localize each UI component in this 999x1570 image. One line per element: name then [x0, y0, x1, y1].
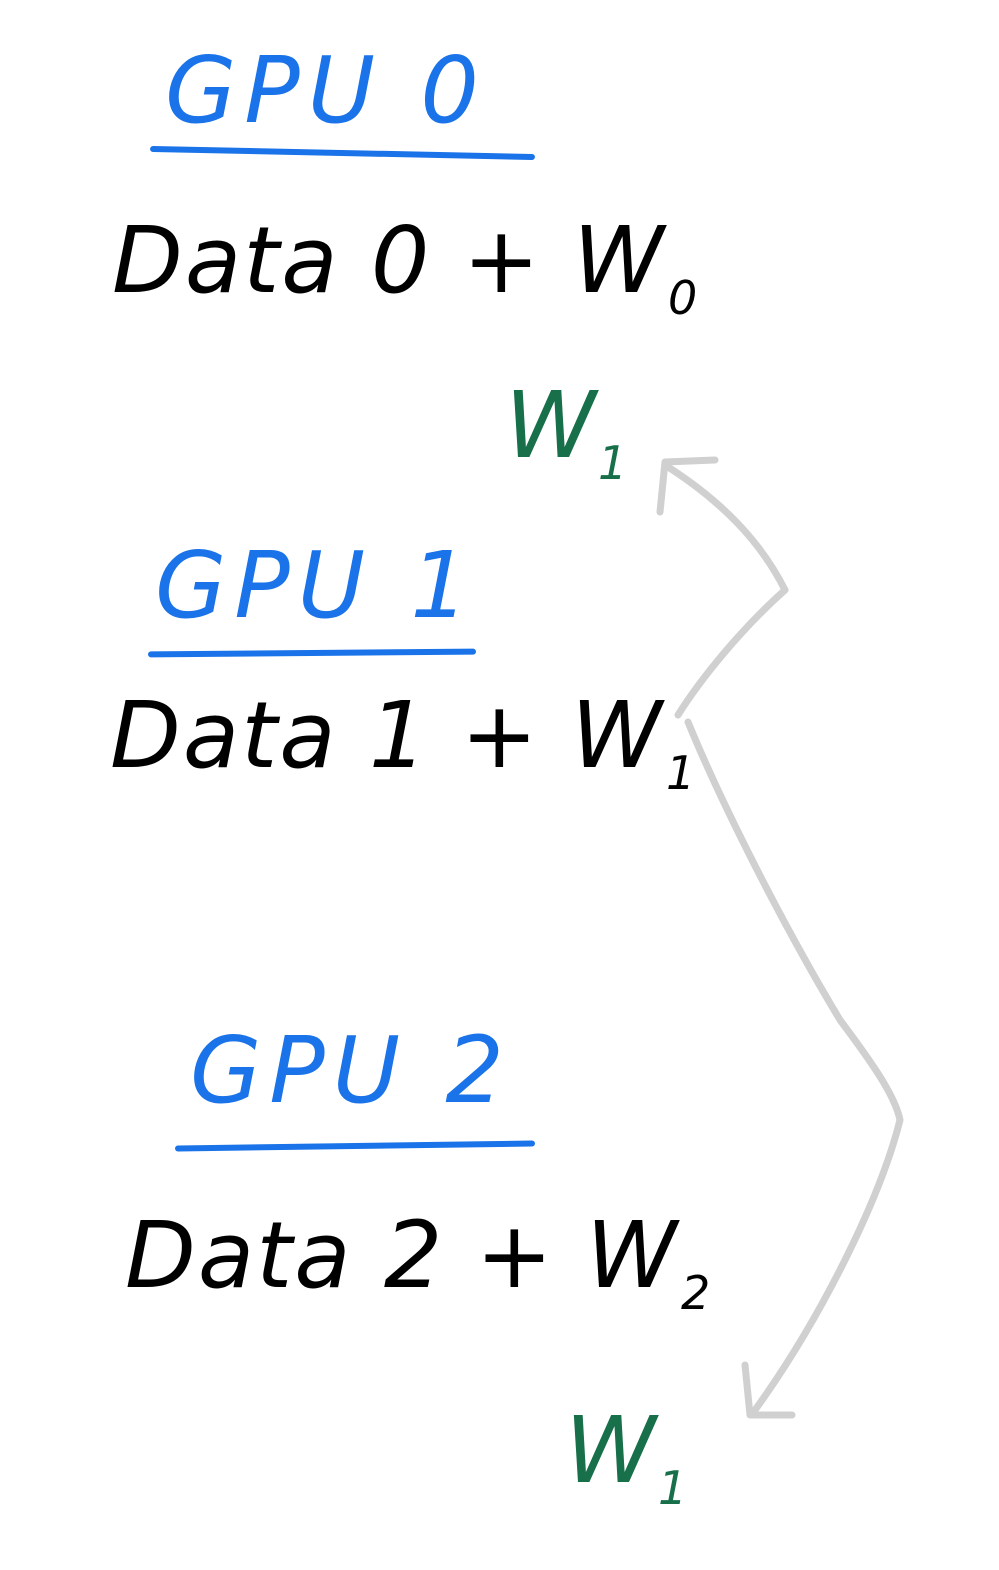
arrow-head-bottom [741, 1361, 796, 1419]
arrow-to-gpu-2 [684, 718, 904, 1414]
arrow-to-gpu-0 [661, 461, 789, 719]
gpu-0-weight-sub: 0 [668, 271, 700, 325]
copied-weight-bottom-base: W [565, 1397, 656, 1504]
gpu-1-weight-sub: 1 [666, 746, 698, 800]
gpu-2-title: GPU 2 [190, 1017, 512, 1124]
copied-weight-bottom: W1 [565, 1405, 687, 1512]
gpu-2-weight-sub: 2 [681, 1266, 713, 1320]
arrow-head-top [656, 456, 719, 516]
gpu-1-data: Data 1 + W1 [110, 690, 697, 797]
gpu-0-data: Data 0 + W0 [112, 215, 699, 322]
copied-weight-top-base: W [505, 372, 596, 479]
copied-weight-top-sub: 1 [597, 436, 628, 490]
gpu-1-title: GPU 1 [155, 532, 477, 639]
gpu-0-title: GPU 0 [165, 37, 487, 144]
copied-weight-bottom-sub: 1 [657, 1461, 688, 1515]
gpu-2-data: Data 2 + W2 [125, 1210, 712, 1317]
gpu-2-data-text: Data 2 + W [125, 1202, 679, 1309]
gpu-0-data-text: Data 0 + W [112, 207, 666, 314]
copied-weight-top: W1 [505, 380, 627, 487]
gpu-1-data-text: Data 1 + W [110, 682, 664, 789]
